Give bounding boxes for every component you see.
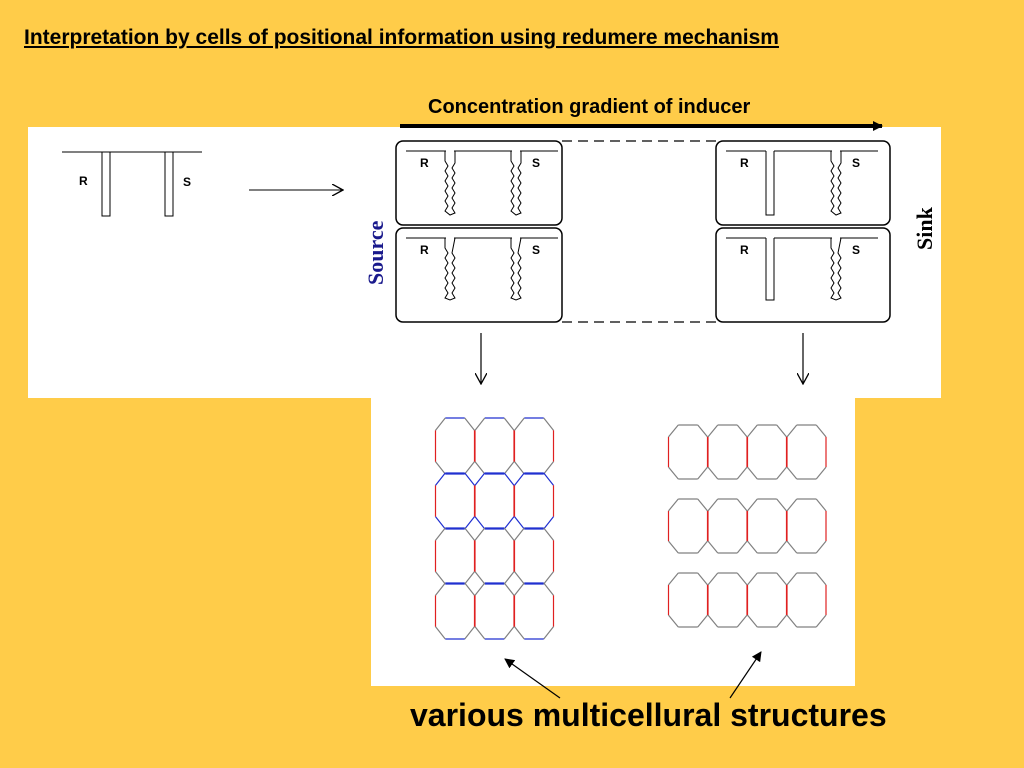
lower-panel: [371, 392, 855, 686]
caption-arrow-right: [729, 651, 762, 699]
right-cell: [786, 498, 827, 554]
upper-panel: [28, 127, 941, 398]
receptor-r-label: R: [420, 156, 429, 170]
sink-cell-bottom: [715, 227, 891, 323]
left-cell: [513, 417, 555, 475]
right-cell: [786, 424, 827, 480]
right-cell: [786, 572, 827, 628]
left-multicellular-structure: [434, 417, 555, 640]
left-cell: [513, 582, 555, 640]
left-cell: [513, 472, 555, 530]
receptor-r-label: R: [740, 156, 749, 170]
receptor-r-label: R: [420, 243, 429, 257]
receptor-s-label: S: [852, 243, 860, 257]
caption-arrow-left: [504, 658, 561, 699]
left-cell: [513, 527, 555, 585]
gradient-label: Concentration gradient of inducer: [428, 96, 751, 118]
receptor-s-label: S: [532, 156, 540, 170]
sink-label: Sink: [912, 206, 937, 250]
source-cell-top: [395, 140, 563, 226]
receptor-s-label: S: [532, 243, 540, 257]
slide-title: Interpretation by cells of positional in…: [24, 26, 779, 49]
right-multicellular-structure: [667, 424, 827, 628]
source-cell-bottom: [395, 227, 563, 323]
sink-cell-top: [715, 140, 891, 226]
receptor-s-label: S: [852, 156, 860, 170]
structures-caption: various multicellural structures: [410, 697, 887, 733]
simple-receptor: [62, 151, 202, 217]
right-cell: [667, 572, 709, 628]
simple-s-label: S: [183, 175, 191, 189]
source-label: Source: [363, 220, 388, 285]
sink-cells: [715, 140, 891, 323]
receptor-r-label: R: [740, 243, 749, 257]
right-cell: [746, 498, 788, 554]
simple-r-label: R: [79, 174, 88, 188]
source-cells: [395, 140, 563, 323]
